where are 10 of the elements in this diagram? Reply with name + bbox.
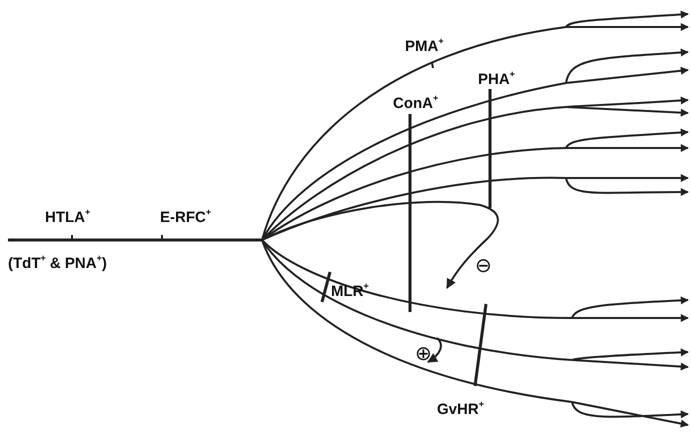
name-label: ConA$^{+}$ [393,94,438,111]
name-label: PHA$^{+}$ [478,70,515,87]
name-label: MLR$^{+}$ [331,282,369,299]
name-label: GvHR$^{+}$ [437,400,484,417]
plus-sign: ⊕ [415,344,432,364]
name-label: E-RFC$^{+}$ [160,208,212,225]
name-label: (TdT$^{+}$ & PNA$^{+}$) [8,254,107,271]
name-label: HTLA$^{+}$ [45,208,90,225]
name-label: PMA$^{+}$ [405,37,444,54]
minus-sign: ⊖ [475,256,492,276]
